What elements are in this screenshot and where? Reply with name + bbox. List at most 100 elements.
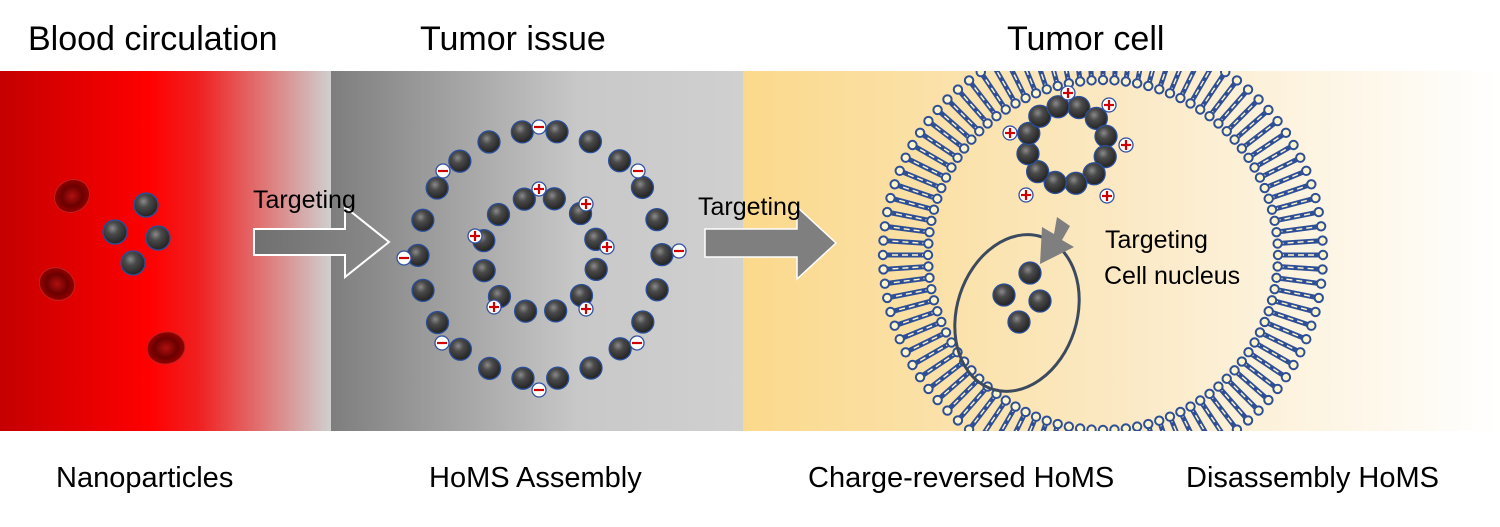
nanoparticle — [1028, 104, 1052, 128]
negative-charge-icon — [435, 163, 451, 179]
lipid-molecule-icon — [1009, 71, 1031, 104]
nanoparticles-cluster — [102, 192, 171, 276]
lipid-molecule-icon — [907, 139, 957, 173]
targeting-label-2: Targeting — [698, 193, 801, 221]
lipid-molecule-icon — [1185, 401, 1208, 431]
disassembled-homs — [992, 261, 1052, 334]
nanoparticle — [542, 187, 566, 211]
lipid-molecule-icon — [1040, 415, 1052, 431]
lipid-molecule-icon — [1131, 71, 1143, 89]
lipid-molecule-icon — [1272, 235, 1328, 249]
nanoparticle — [992, 283, 1016, 307]
lipid-molecule-icon — [1164, 71, 1182, 99]
lipid-molecule-icon — [1263, 179, 1317, 204]
lipid-molecule-icon — [889, 306, 943, 331]
lipid-molecule-icon — [923, 115, 970, 154]
positive-charge-icon — [1101, 97, 1117, 113]
lipid-molecule-icon — [894, 316, 947, 345]
lipid-molecule-icon — [1263, 306, 1317, 331]
lipid-molecule-icon — [923, 356, 970, 395]
lipid-molecule-icon — [1271, 272, 1327, 289]
nanoparticle — [578, 130, 603, 154]
targeting-label-1: Targeting — [253, 186, 356, 214]
red-blood-cell — [146, 331, 186, 365]
negative-charge-icon — [531, 119, 547, 135]
lipid-molecule-icon — [932, 104, 977, 145]
nanoparticle — [120, 250, 146, 276]
red-blood-cell — [38, 267, 76, 301]
lipid-molecule-icon — [1269, 283, 1324, 304]
nucleus-label-line1: Targeting — [1105, 226, 1208, 254]
nanoparticle — [608, 337, 632, 361]
positive-charge-icon — [1118, 137, 1134, 153]
lipid-molecule-icon — [1195, 71, 1231, 115]
negative-charge-icon — [630, 163, 646, 179]
lipid-molecule-icon — [998, 401, 1021, 431]
lipid-molecule-icon — [1074, 423, 1086, 431]
lipid-molecule-icon — [877, 249, 934, 261]
lipid-molecule-icon — [885, 192, 940, 215]
nanoparticle — [425, 176, 449, 200]
cell-panel — [743, 71, 1500, 431]
nanoparticle — [546, 366, 570, 390]
lipid-molecule-icon — [1097, 424, 1109, 431]
nanoparticle — [607, 149, 632, 173]
nanoparticle — [1046, 95, 1070, 119]
homs-assembly — [396, 119, 687, 398]
lipid-molecule-icon — [1254, 327, 1306, 358]
nanoparticle — [1016, 142, 1040, 166]
nanoparticle — [133, 192, 159, 218]
nanoparticle — [411, 208, 435, 232]
nanoparticle — [650, 243, 674, 267]
lipid-molecule-icon — [1243, 347, 1292, 383]
lipid-molecule-icon — [1229, 365, 1274, 406]
caption-disassembly: Disassembly HoMS — [1186, 462, 1439, 494]
lipid-molecule-icon — [1052, 418, 1063, 431]
lipid-molecule-icon — [1204, 75, 1243, 122]
lipid-molecule-icon — [1236, 115, 1283, 154]
lipid-molecule-icon — [1266, 295, 1321, 318]
positive-charge-icon — [1060, 85, 1076, 101]
negative-charge-icon — [434, 335, 450, 351]
stage-title-blood: Blood circulation — [28, 20, 278, 58]
lipid-molecule-icon — [1269, 206, 1324, 227]
nanoparticle — [1064, 171, 1088, 195]
lipid-molecule-icon — [1249, 337, 1299, 371]
lipid-molecule-icon — [1185, 71, 1213, 109]
negative-charge-icon — [396, 250, 412, 266]
nanoparticle — [477, 130, 501, 154]
lipid-molecule-icon — [1037, 71, 1052, 95]
lipid-molecule-icon — [1272, 261, 1328, 275]
lipid-molecule-icon — [900, 152, 952, 183]
nanoparticle — [486, 202, 511, 227]
nanoparticle — [1018, 261, 1042, 285]
positive-charge-icon — [578, 301, 594, 317]
nanoparticle — [425, 310, 450, 335]
stage-title-cell: Tumor cell — [1007, 20, 1165, 58]
caption-homs-assembly: HoMS Assembly — [429, 462, 642, 494]
lipid-molecule-icon — [1154, 71, 1169, 95]
nanoparticle — [579, 356, 603, 380]
lipid-molecule-icon — [1175, 71, 1197, 104]
nanoparticle — [1007, 310, 1031, 334]
positive-charge-icon — [1018, 187, 1034, 203]
cell-membrane — [877, 71, 1329, 431]
lipid-molecule-icon — [1272, 249, 1329, 261]
lipid-molecule-icon — [1243, 127, 1292, 163]
nanoparticle — [511, 366, 535, 390]
lipid-molecule-icon — [1213, 84, 1254, 129]
lipid-molecule-icon — [878, 261, 934, 275]
targeting-arrow-1 — [253, 204, 391, 280]
lipid-molecule-icon — [1086, 71, 1097, 86]
nucleus-label-line2: Cell nucleus — [1104, 262, 1241, 290]
lipid-molecule-icon — [1254, 152, 1306, 183]
lipid-molecule-icon — [1013, 406, 1031, 431]
lipid-molecule-icon — [879, 272, 935, 289]
nanoparticle — [584, 257, 608, 281]
lipid-molecule-icon — [1229, 104, 1274, 145]
lipid-molecule-icon — [1154, 415, 1166, 431]
lipid-molecule-icon — [1120, 423, 1132, 431]
nanoparticle — [512, 187, 536, 211]
positive-charge-icon — [467, 228, 483, 244]
